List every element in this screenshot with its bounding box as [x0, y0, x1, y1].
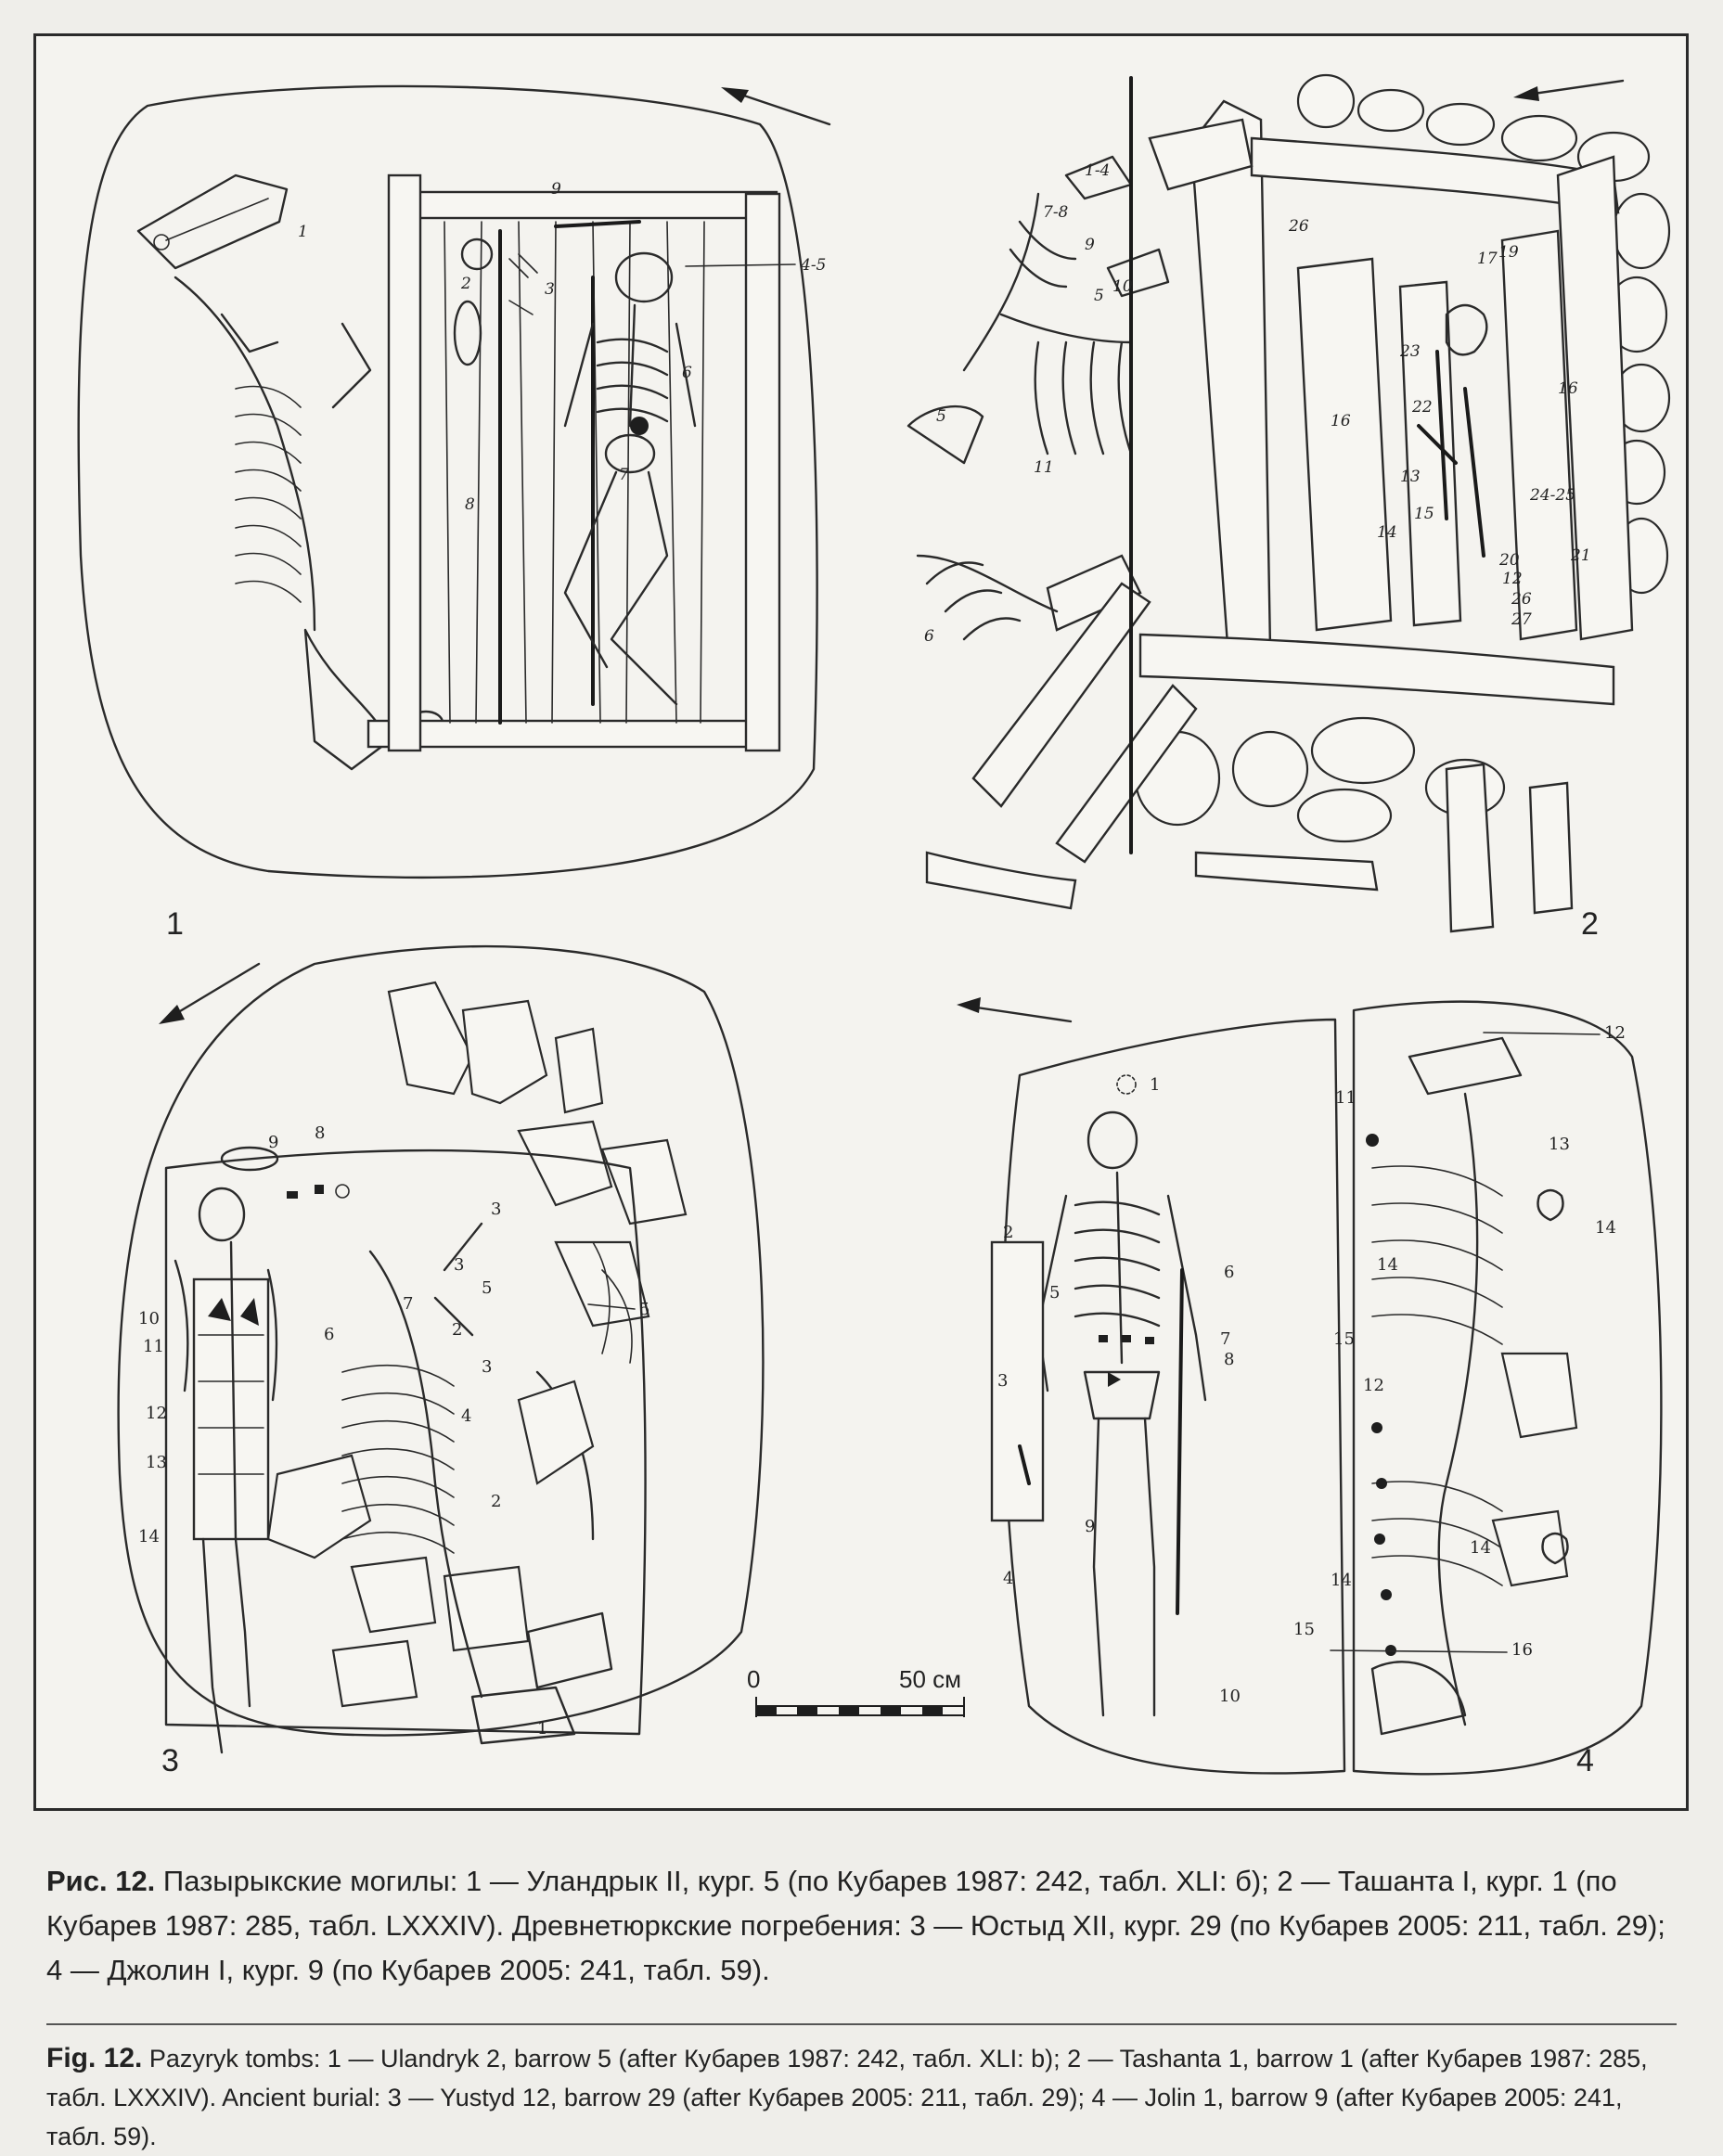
panel-2-drawing	[907, 73, 1671, 933]
svg-text:15: 15	[1414, 505, 1434, 523]
svg-text:5: 5	[1049, 1283, 1060, 1303]
svg-text:7: 7	[403, 1294, 413, 1314]
svg-text:3: 3	[545, 280, 555, 299]
svg-text:5: 5	[1094, 287, 1104, 305]
svg-text:6: 6	[1224, 1263, 1234, 1282]
svg-text:19: 19	[1498, 243, 1519, 262]
svg-text:50 см: 50 см	[899, 1665, 961, 1693]
svg-text:3: 3	[491, 1200, 501, 1219]
caption-russian: Рис. 12. Пазырыкские могилы: 1 — Уландры…	[46, 1859, 1679, 1993]
svg-text:17: 17	[1477, 250, 1498, 268]
caption-ru-figure-label: Рис. 12.	[46, 1865, 156, 1897]
svg-text:20: 20	[1498, 551, 1520, 570]
svg-text:8: 8	[465, 495, 475, 514]
panel-4-labels: 1 2 3 4 5 6 7 8 9 10 11 12 12 13 14 14 1…	[997, 1023, 1626, 1778]
svg-text:4: 4	[1003, 1569, 1013, 1588]
svg-text:7: 7	[619, 466, 629, 484]
svg-text:27: 27	[1511, 610, 1532, 629]
caption-ru-text: Пазырыкские могилы: 1 — Уландрык II, кур…	[46, 1865, 1665, 1986]
svg-text:12: 12	[1363, 1376, 1384, 1395]
svg-text:9: 9	[1085, 1517, 1095, 1536]
svg-text:13: 13	[1400, 468, 1421, 486]
scale-bar: 0 50 см	[747, 1665, 965, 1717]
svg-text:9: 9	[551, 180, 561, 199]
svg-text:16: 16	[1331, 412, 1351, 430]
svg-text:10: 10	[138, 1309, 160, 1328]
svg-text:1: 1	[298, 223, 308, 241]
svg-text:23: 23	[1399, 342, 1421, 361]
svg-text:14: 14	[1377, 523, 1397, 542]
panel-4-drawing	[957, 997, 1663, 1776]
svg-text:14: 14	[1377, 1255, 1398, 1275]
svg-text:14: 14	[1331, 1571, 1352, 1590]
panel-3-labels: 1 2 2 3 3 3 4 5 5 6 7 8 9 10 11 12 13 14…	[138, 1123, 649, 1778]
svg-text:8: 8	[315, 1123, 325, 1143]
svg-text:12: 12	[1502, 570, 1523, 588]
svg-text:12: 12	[1604, 1023, 1626, 1043]
svg-text:0: 0	[747, 1665, 760, 1693]
svg-text:16: 16	[1558, 379, 1578, 398]
burial-drawings: 1 2 3 4-5 6 7 8 9 1	[77, 73, 1671, 1778]
svg-text:3: 3	[997, 1371, 1008, 1391]
svg-text:2: 2	[491, 1492, 501, 1511]
svg-text:26: 26	[1511, 590, 1532, 609]
svg-text:5: 5	[482, 1278, 492, 1298]
svg-text:6: 6	[924, 627, 934, 646]
svg-text:4-5: 4-5	[800, 256, 826, 275]
svg-text:4: 4	[461, 1406, 471, 1426]
svg-text:26: 26	[1288, 217, 1309, 236]
panel-1-drawing	[77, 84, 831, 879]
svg-text:24-25: 24-25	[1529, 486, 1575, 505]
svg-text:16: 16	[1511, 1640, 1533, 1660]
svg-text:15: 15	[1293, 1620, 1315, 1639]
svg-text:9: 9	[1085, 236, 1095, 254]
svg-text:21: 21	[1570, 546, 1591, 565]
svg-text:7-8: 7-8	[1043, 203, 1069, 222]
svg-text:2: 2	[460, 275, 471, 293]
svg-text:7: 7	[1220, 1329, 1230, 1349]
svg-text:2: 2	[1003, 1223, 1013, 1242]
panel-3-drawing	[117, 944, 765, 1754]
svg-text:1: 1	[166, 906, 184, 942]
svg-text:2: 2	[1581, 906, 1599, 942]
svg-text:5: 5	[639, 1300, 649, 1319]
caption-en-text: Pazyryk tombs: 1 — Ulandryk 2, barrow 5 …	[46, 2045, 1648, 2150]
svg-text:10: 10	[1219, 1687, 1241, 1706]
svg-text:22: 22	[1411, 398, 1433, 417]
svg-text:3: 3	[482, 1357, 492, 1377]
svg-text:14: 14	[1470, 1538, 1491, 1558]
svg-text:11: 11	[1335, 1088, 1357, 1108]
svg-text:1: 1	[537, 1719, 547, 1739]
svg-text:1-4: 1-4	[1085, 161, 1110, 180]
svg-text:14: 14	[138, 1527, 160, 1546]
figure-frame: 1 2 3 4-5 6 7 8 9 1	[33, 33, 1689, 1811]
svg-text:6: 6	[324, 1325, 334, 1344]
svg-text:2: 2	[452, 1320, 462, 1340]
panel-1-labels: 1 2 3 4-5 6 7 8 9 1	[166, 180, 826, 942]
svg-text:13: 13	[1549, 1135, 1570, 1154]
caption-divider	[46, 2023, 1677, 2025]
svg-text:10: 10	[1112, 277, 1133, 296]
svg-text:5: 5	[936, 407, 946, 426]
svg-text:13: 13	[146, 1453, 167, 1472]
svg-text:11: 11	[1034, 458, 1054, 477]
svg-text:1: 1	[1150, 1075, 1160, 1095]
caption-english: Fig. 12. Pazyryk tombs: 1 — Ulandryk 2, …	[46, 2039, 1679, 2156]
svg-text:9: 9	[268, 1133, 278, 1152]
svg-text:6: 6	[682, 364, 692, 382]
svg-text:14: 14	[1595, 1218, 1616, 1238]
svg-text:4: 4	[1576, 1743, 1594, 1778]
svg-text:11: 11	[143, 1337, 164, 1356]
svg-text:12: 12	[146, 1404, 167, 1423]
svg-text:8: 8	[1224, 1350, 1234, 1369]
svg-text:3: 3	[161, 1743, 179, 1778]
caption-en-figure-label: Fig. 12.	[46, 2043, 143, 2073]
panel-2-labels: 1-4 5 6 7-8 9 10 11 12 13 14 15 16 16 17…	[924, 161, 1599, 942]
svg-text:15: 15	[1333, 1329, 1355, 1349]
svg-text:3: 3	[454, 1255, 464, 1275]
